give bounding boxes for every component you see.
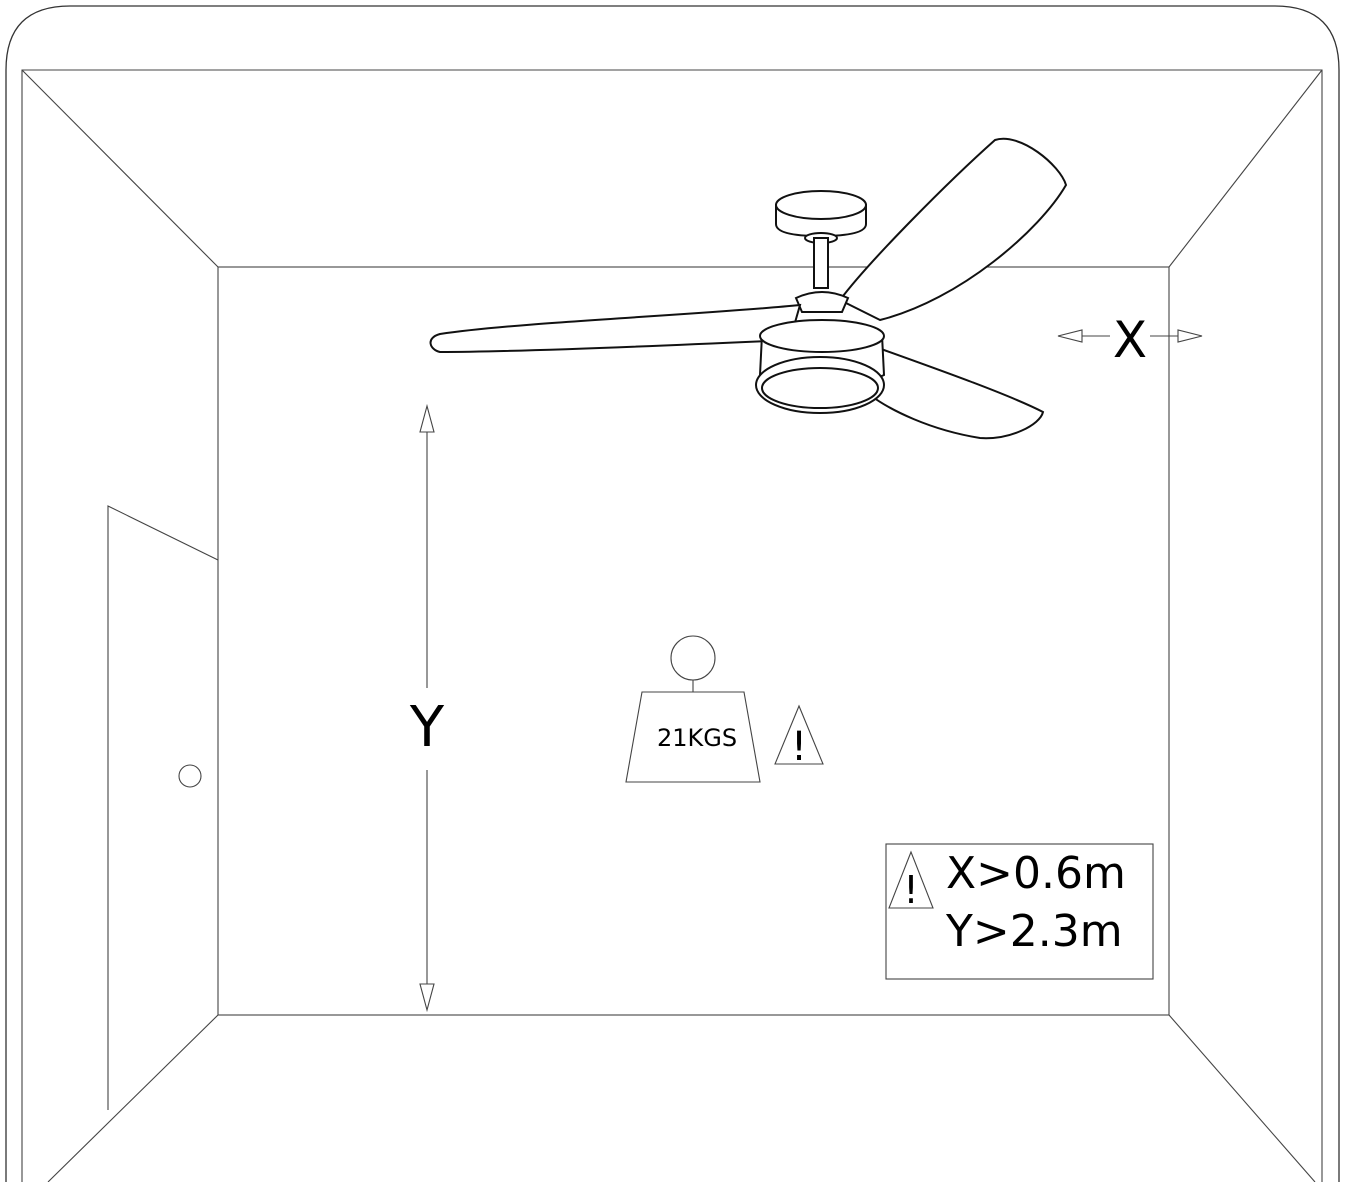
- x-requirement: X>0.6m: [946, 848, 1126, 899]
- warning-triangle-icon: !: [774, 704, 824, 770]
- x-dimension-label: X: [1113, 311, 1147, 369]
- warning-mark: !: [791, 724, 807, 770]
- requirements-box: [885, 843, 1154, 980]
- door-knob: [178, 764, 202, 788]
- door-icon: [107, 505, 219, 1110]
- y-requirement: Y>2.3m: [945, 906, 1123, 957]
- room-front-outline: [21, 69, 1323, 1182]
- weight-label: 21KGS: [657, 724, 737, 752]
- perspective-lines: [21, 69, 1323, 1183]
- y-dimension-arrow: [419, 403, 435, 1013]
- x-dimension-arrows: [1057, 329, 1203, 343]
- requirements-warning-icon: !: [888, 850, 934, 912]
- ceiling-fan-icon: [429, 137, 1068, 440]
- outer-frame: [5, 5, 1340, 1182]
- back-wall: [217, 266, 1170, 1016]
- y-dimension-label: Y: [409, 695, 445, 760]
- weight-icon: [625, 635, 761, 783]
- requirements-warning-mark: !: [903, 868, 918, 912]
